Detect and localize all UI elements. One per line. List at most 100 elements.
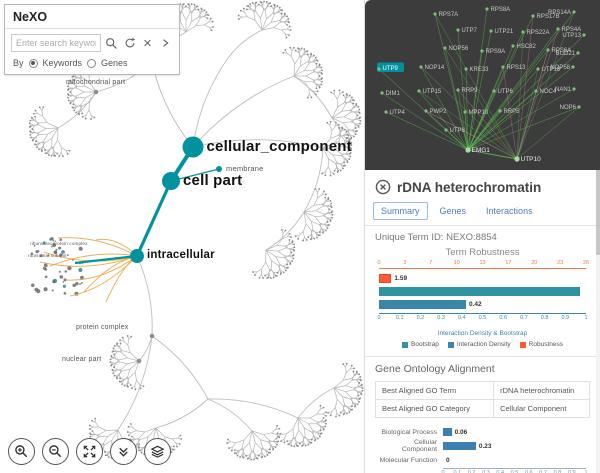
top-axis-tick: 0 xyxy=(377,260,381,266)
gene-node-label[interactable]: DIM1 xyxy=(386,91,401,97)
app-title: NeXO xyxy=(5,5,179,29)
gene-node-label[interactable]: RPS14A xyxy=(548,10,571,16)
top-axis-tick: 26 xyxy=(582,260,590,266)
gene-node-label[interactable]: MPP10 xyxy=(469,110,489,116)
legend-label: Robustness xyxy=(528,341,563,348)
gene-node-label[interactable]: NOC4 xyxy=(540,89,557,95)
fit-content-button[interactable] xyxy=(76,438,103,465)
gene-node-label[interactable]: PWP2 xyxy=(430,109,448,115)
search-input[interactable] xyxy=(11,34,101,52)
go-axis-tick: 0.1 xyxy=(453,470,462,473)
gene-node-label[interactable]: NOP6 xyxy=(560,105,577,111)
scrollbar-thumb[interactable] xyxy=(596,170,600,255)
bottom-axis-tick: 0 xyxy=(377,315,381,321)
tab-summary[interactable]: Summary xyxy=(373,202,428,220)
go-axis-tick: 0.9 xyxy=(567,470,576,473)
search-icon[interactable] xyxy=(104,36,119,51)
gene-node-label[interactable]: NAN1 xyxy=(555,87,572,93)
go-score-category: Cellular Component xyxy=(401,439,437,453)
radio-keywords[interactable] xyxy=(28,58,38,68)
legend-swatch xyxy=(447,341,454,348)
go-score-bar xyxy=(443,442,476,450)
highlighted-gene-node[interactable] xyxy=(377,62,404,73)
gene-node-label[interactable]: RPS9A xyxy=(486,49,506,55)
collapse-levels-button[interactable] xyxy=(110,438,137,465)
go-score-value: 0.23 xyxy=(478,442,492,450)
term-title: rDNA heterochromatin xyxy=(397,179,542,195)
gene-node-label[interactable]: RRP9 xyxy=(462,88,479,94)
gene-node-label[interactable]: UTP7 xyxy=(462,28,478,34)
gene-node-label[interactable]: UTP9 xyxy=(383,66,399,72)
gene-node-label[interactable]: RPS8A xyxy=(491,7,511,13)
gene-node-label[interactable]: RRP5 xyxy=(504,109,521,115)
legend-swatch xyxy=(402,341,408,348)
tab-genes[interactable]: Genes xyxy=(439,206,467,216)
gene-node-label[interactable]: UTP13 xyxy=(562,33,581,39)
go-score-value: 0 xyxy=(446,456,450,464)
gene-node-label[interactable]: UTP18 xyxy=(542,67,561,73)
bottom-axis-tick: 0.2 xyxy=(416,315,425,321)
gene-node-label[interactable]: RPS13 xyxy=(507,65,527,71)
bottom-axis-tick: 1 xyxy=(584,315,588,321)
close-details-icon[interactable] xyxy=(375,179,391,195)
gene-node-label[interactable]: RPS22A xyxy=(527,30,550,36)
robustness-bar-row: 1.59 xyxy=(379,272,586,285)
tree-toolbar xyxy=(8,438,171,465)
zoom-in-button[interactable] xyxy=(8,438,35,465)
gene-node-label[interactable]: EMG1 xyxy=(472,147,491,154)
go-score-barwrap: 0.23 xyxy=(443,442,586,450)
gene-node-label[interactable]: UTP6 xyxy=(498,89,514,95)
bar-value-label: 0.42 xyxy=(468,301,482,308)
robustness-bar-row xyxy=(379,285,586,298)
clear-search-icon[interactable]: ✕ xyxy=(142,37,153,50)
gene-node-label[interactable]: UTP8 xyxy=(450,128,466,134)
legend-item: Interaction Density xyxy=(447,341,511,348)
legend-item: Bootstrap xyxy=(402,341,439,348)
chart-legend: Bootstrap Interaction Density Robustness xyxy=(379,341,586,348)
gene-node-label[interactable]: NOP14 xyxy=(425,65,445,71)
gene-node-label[interactable]: RPS17B xyxy=(537,14,560,20)
tab-interactions[interactable]: Interactions xyxy=(486,206,533,216)
gene-node-label[interactable]: UTP21 xyxy=(495,29,514,35)
reset-icon[interactable] xyxy=(122,36,137,51)
go-axis-tick: 0.5 xyxy=(510,470,519,473)
gene-node-label[interactable]: HSC82 xyxy=(517,44,537,50)
bottom-axis-tick: 0.6 xyxy=(499,315,508,321)
details-scrollbar[interactable] xyxy=(596,170,600,473)
gene-node-label[interactable]: KRE33 xyxy=(470,67,490,73)
go-score-barwrap: 0 xyxy=(443,456,586,464)
gene-node-label[interactable]: UTP15 xyxy=(423,89,442,95)
radio-genes[interactable] xyxy=(87,58,97,68)
layers-button[interactable] xyxy=(144,438,171,465)
bottom-axis-tick: 0.1 xyxy=(395,315,404,321)
gene-node-label[interactable]: RPS7A xyxy=(439,12,459,18)
bar-value-label: 1.59 xyxy=(394,275,408,282)
go-alignment-row-label: Best Aligned GO Term xyxy=(382,386,457,395)
bottom-axis-tick: 0.3 xyxy=(437,315,445,321)
interaction-density-bar xyxy=(379,300,466,309)
gene-node-label[interactable]: BUD21 xyxy=(556,51,576,57)
by-label: By xyxy=(13,58,24,68)
zoom-out-button[interactable] xyxy=(42,438,69,465)
top-axis-tick: 13 xyxy=(479,260,486,266)
top-axis-tick: 7 xyxy=(429,260,433,266)
gene-node-label[interactable]: NOP56 xyxy=(449,46,469,52)
unique-term-id-value: NEXO:8854 xyxy=(446,232,497,243)
bottom-axis-tick: 0.4 xyxy=(457,315,466,321)
gene-node-label[interactable]: RPS6A xyxy=(552,48,572,54)
gene-node-label[interactable]: UTP10 xyxy=(521,156,542,163)
collapse-panel-icon[interactable] xyxy=(158,36,173,51)
gene-node-label[interactable]: UTP4 xyxy=(390,110,406,116)
go-axis-tick: 0.6 xyxy=(524,470,533,473)
gene-node-label[interactable]: RPS4A xyxy=(562,27,582,33)
gene-node-label[interactable]: NOP58 xyxy=(550,65,570,71)
